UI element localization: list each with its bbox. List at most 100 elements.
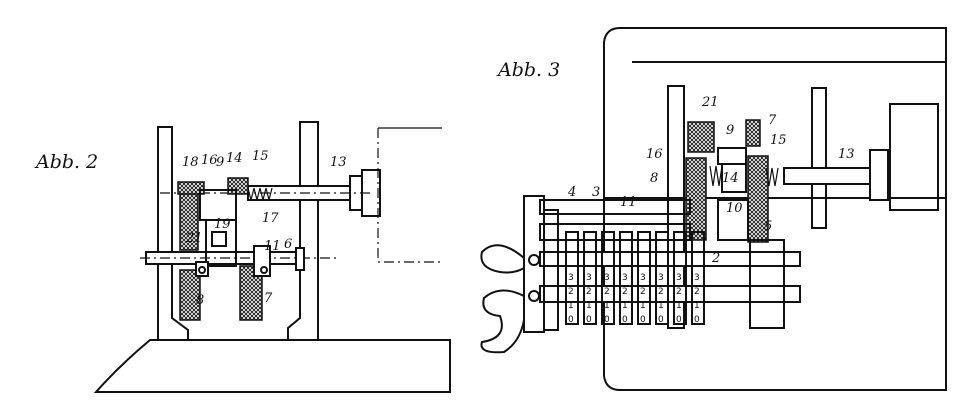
spring-16: [709, 165, 723, 187]
figure-abb-3: 3 2 1 0 3 2 1 0 3 2 1 0 3 2: [480, 27, 947, 391]
label-5: 5: [764, 219, 772, 234]
counter-wheel: [655, 231, 669, 325]
label-19: 19: [214, 217, 231, 232]
pivot-lower-left: [198, 266, 206, 274]
wheel-digit: 1: [586, 301, 592, 311]
figure-title: Abb. 3: [496, 59, 560, 81]
figure-abb-2: Abb. 2 18 16 9 14 15 13 19 17 21 11 6 8 …: [34, 121, 451, 393]
label-11: 11: [620, 195, 637, 210]
wheel-digit: 0: [640, 315, 646, 325]
wheel-digit: 3: [640, 273, 646, 283]
label-6: 6: [284, 237, 292, 252]
label-21: 21: [185, 231, 203, 246]
nut-hub-upper: [528, 254, 540, 266]
lever-10: [717, 199, 749, 241]
wheel-digit: 3: [568, 273, 574, 283]
wheel-digit: 3: [622, 273, 628, 283]
wheel-digit: 3: [676, 273, 682, 283]
wheel-digit: 2: [604, 287, 610, 297]
wheel-digit: 0: [586, 315, 592, 325]
figure-title: Abb. 2: [34, 151, 98, 173]
label-10: 10: [726, 201, 743, 216]
motor-block: [889, 103, 939, 211]
wheel-digit: 2: [694, 287, 700, 297]
nut-hub-lower: [528, 290, 540, 302]
wheel-digit: 0: [568, 315, 574, 325]
label-15: 15: [252, 149, 269, 164]
spring-17: [247, 187, 273, 201]
wheel-digit: 1: [640, 301, 646, 311]
gear-21: [687, 121, 715, 153]
left-frame-plate: [157, 126, 189, 341]
wheel-digit: 2: [586, 287, 592, 297]
label-7: 7: [768, 113, 777, 128]
wheel-digit: 0: [676, 315, 682, 325]
pawl-block: [211, 231, 227, 247]
label-4: 4: [567, 185, 576, 200]
counter-wheels: 3 2 1 0 3 2 1 0 3 2 1 0 3 2: [565, 231, 705, 325]
counter-wheel: [583, 231, 597, 325]
counter-wheel: [673, 231, 687, 325]
wheel-digit: 0: [622, 315, 628, 325]
wheel-digit: 2: [658, 287, 664, 297]
outer-housing: [603, 27, 947, 391]
label-14: 14: [226, 151, 243, 166]
label-11: 11: [264, 239, 281, 254]
base-slab: [93, 339, 451, 393]
end-plate-inner: [543, 209, 559, 331]
wheel-digit: 1: [622, 301, 628, 311]
wheel-digit: 1: [676, 301, 682, 311]
rod-11: [539, 199, 691, 215]
wheel-digit: 3: [586, 273, 592, 283]
shaft-13: [783, 167, 875, 185]
wheel-digit: 3: [694, 273, 700, 283]
label-15: 15: [770, 133, 787, 148]
wheel-digit: 2: [640, 287, 646, 297]
block-9: [717, 147, 747, 165]
label-3: 3: [592, 185, 600, 200]
spring-15: [765, 167, 779, 187]
wheel-digit: 1: [694, 301, 700, 311]
frame-plate-left: [667, 85, 685, 329]
gear-8: [179, 269, 201, 321]
counter-wheel: [601, 231, 615, 325]
gear-7: [239, 265, 263, 321]
wing-nut-upper: [480, 244, 525, 274]
wheel-digit: 0: [694, 315, 700, 325]
coupling: [869, 149, 889, 201]
wheel-digit: 1: [604, 301, 610, 311]
label-8: 8: [650, 171, 658, 186]
shaft-lower: [539, 285, 801, 303]
label-7: 7: [264, 291, 273, 306]
wheel-digit: 3: [658, 273, 664, 283]
label-2: 2: [711, 251, 720, 266]
label-13: 13: [330, 155, 347, 170]
label-18: 18: [182, 155, 199, 170]
right-frame-plate: [287, 121, 319, 341]
pivot-lower-right: [260, 266, 268, 274]
label-16: 16: [201, 153, 218, 168]
counter-wheel: [637, 231, 651, 325]
wheel-digit: 3: [604, 273, 610, 283]
wheel-digit: 1: [658, 301, 664, 311]
support-block: [749, 239, 785, 329]
motor-outline: [377, 128, 442, 263]
gear-15: [227, 177, 249, 195]
label-9: 9: [216, 155, 224, 170]
label-8: 8: [196, 293, 204, 308]
gear-18: [177, 181, 205, 195]
shaft-6-collar: [295, 247, 305, 271]
frame-plate-right: [811, 87, 827, 229]
wheel-digit: 0: [658, 315, 664, 325]
wheel-digit: 2: [676, 287, 682, 297]
carriage-19: [205, 219, 237, 267]
counter-wheel: [691, 231, 705, 325]
wheel-digit: 2: [622, 287, 628, 297]
label-17: 17: [262, 211, 279, 226]
shaft-2: [539, 251, 801, 267]
label-13: 13: [838, 147, 855, 162]
wheel-digit: 0: [604, 315, 610, 325]
label-16: 16: [646, 147, 663, 162]
